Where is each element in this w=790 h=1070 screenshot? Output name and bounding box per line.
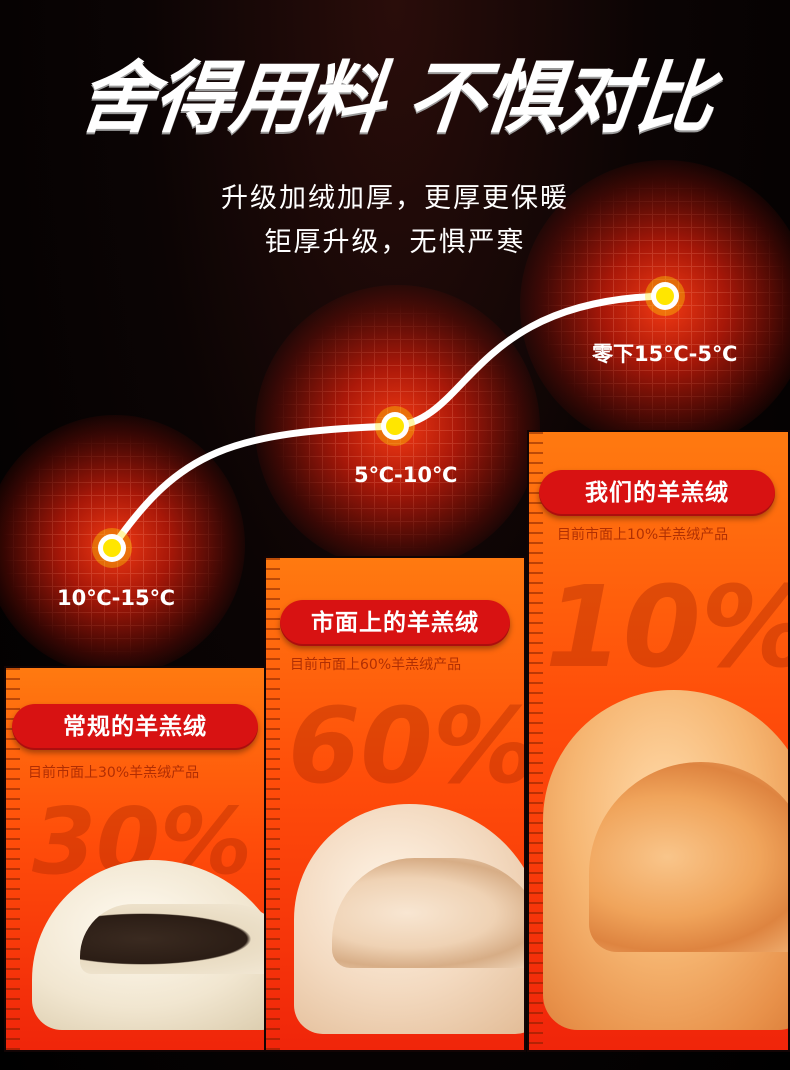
- blanket-fold-ours: [589, 762, 788, 952]
- curve-point-mid: [375, 406, 415, 446]
- ruler-ticks: [529, 432, 543, 1050]
- ruler-ticks: [266, 558, 280, 1050]
- product-note-regular: 目前市面上30%羊羔绒产品: [28, 765, 200, 781]
- temp-label-mid: 5℃-10℃: [354, 463, 458, 487]
- blanket-fold-regular: [80, 904, 264, 974]
- product-panel-ours: 我们的羊羔绒 目前市面上10%羊羔绒产品 10%: [527, 430, 790, 1052]
- curve-point-low: [92, 528, 132, 568]
- percent-watermark-market: 60%: [288, 685, 526, 807]
- temp-label-low: 10℃-15℃: [57, 586, 176, 610]
- product-panel-regular: 常规的羊羔绒 目前市面上30%羊羔绒产品 30%: [4, 666, 266, 1052]
- product-title-regular: 常规的羊羔绒: [12, 704, 258, 750]
- subtitle-line-2: 钜厚升级，无惧严寒: [264, 227, 526, 258]
- blanket-fold-market: [332, 858, 524, 968]
- temp-label-high: 零下15℃-5℃: [592, 342, 738, 366]
- curve-point-high: [645, 276, 685, 316]
- product-note-market: 目前市面上60%羊羔绒产品: [290, 657, 462, 673]
- subtitle-line-1: 升级加绒加厚，更厚更保暖: [221, 183, 569, 214]
- product-title-market: 市面上的羊羔绒: [280, 600, 510, 646]
- product-panel-market: 市面上的羊羔绒 目前市面上60%羊羔绒产品 60%: [264, 556, 526, 1052]
- percent-watermark-ours: 10%: [545, 563, 790, 693]
- product-note-ours: 目前市面上10%羊羔绒产品: [557, 527, 729, 543]
- product-title-ours: 我们的羊羔绒: [539, 470, 775, 516]
- ruler-ticks: [6, 668, 20, 1050]
